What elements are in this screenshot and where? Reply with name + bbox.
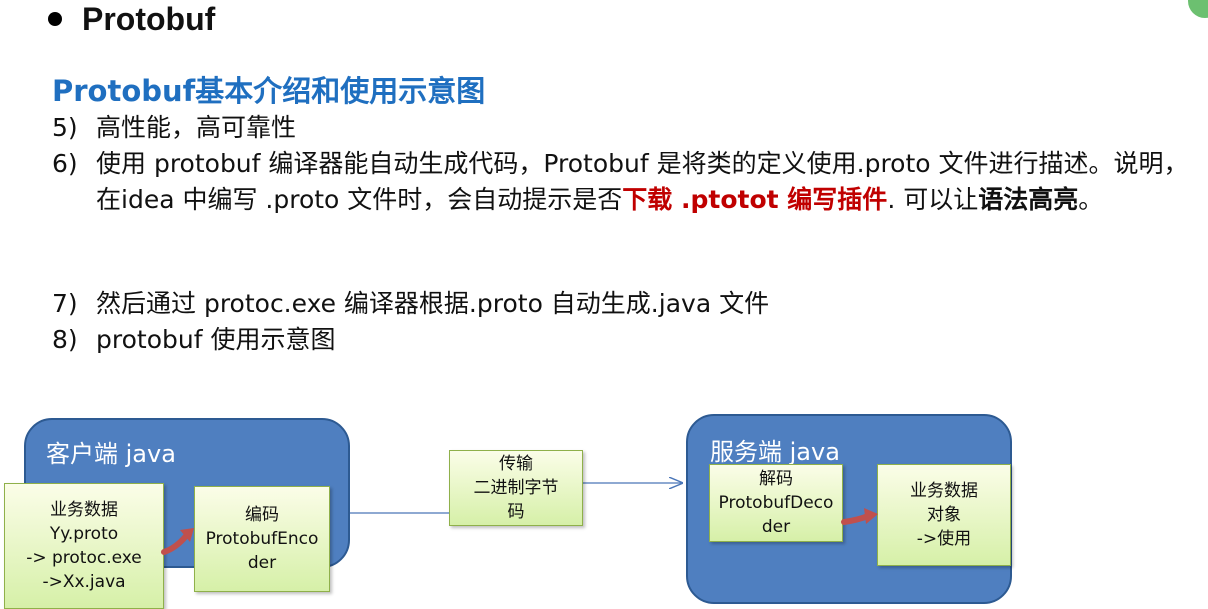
decoder-box: 解码 ProtobufDeco der: [709, 464, 843, 542]
box-line: 业务数据: [50, 500, 118, 520]
item-number: 6): [52, 149, 78, 178]
box-line: 编码: [245, 505, 279, 525]
heading-text: Protobuf: [82, 0, 216, 37]
box-line: 传输: [499, 454, 533, 474]
transfer-box: 传输 二进制字节 码: [449, 450, 583, 526]
item-text-part: 。: [1078, 185, 1104, 214]
box-line: 对象: [927, 505, 961, 525]
item-text-part: . 可以让: [887, 185, 979, 214]
box-line: 二进制字节: [473, 478, 559, 498]
list-item: 6) 使用 protobuf 编译器能自动生成代码，Protobuf 是将类的定…: [52, 146, 1196, 218]
list-item: 5) 高性能，高可靠性: [52, 110, 1196, 146]
box-line: Yy.proto: [49, 524, 119, 544]
item-text-part: 使用 protobuf 编译器能自动生成代码，Protobuf 是将类的定义使用…: [96, 149, 1189, 214]
highlight-red-text: 下载 .ptotot 编写插件: [622, 185, 888, 214]
box-line: 码: [507, 502, 525, 522]
list-item: 7) 然后通过 protoc.exe 编译器根据.proto 自动生成.java…: [52, 286, 1196, 322]
item-text: 高性能，高可靠性: [96, 113, 297, 142]
item-text: 然后通过 protoc.exe 编译器根据.proto 自动生成.java 文件: [96, 289, 770, 318]
box-line: der: [761, 517, 791, 537]
business-object-box: 业务数据 对象 ->使用: [877, 464, 1011, 566]
box-line: ProtobufEnco: [205, 529, 319, 549]
box-line: 解码: [759, 469, 793, 489]
box-line: der: [247, 553, 277, 573]
business-data-box: 业务数据 Yy.proto -> protoc.exe ->Xx.java: [4, 483, 164, 609]
item-text: protobuf 使用示意图: [96, 325, 336, 354]
box-line: ->Xx.java: [42, 572, 126, 592]
box-line: ->使用: [916, 529, 972, 549]
item-number: 7): [52, 289, 78, 318]
item-number: 8): [52, 325, 78, 354]
item-text: 使用 protobuf 编译器能自动生成代码，Protobuf 是将类的定义使用…: [96, 146, 1196, 218]
bullet-icon: [48, 12, 62, 26]
encoder-box: 编码 ProtobufEnco der: [194, 486, 330, 592]
subtitle: Protobuf基本介绍和使用示意图: [52, 74, 486, 108]
box-line: ProtobufDeco: [718, 493, 834, 513]
item-number: 5): [52, 113, 78, 142]
highlight-bold-text: 语法高亮: [978, 185, 1079, 214]
server-panel-title: 服务端 java: [710, 438, 840, 466]
list-item: 8) protobuf 使用示意图: [52, 322, 1196, 358]
client-panel-title: 客户端 java: [46, 440, 176, 468]
corner-decoration: [1188, 0, 1208, 18]
slide-heading: Protobuf: [48, 0, 215, 38]
box-line: -> protoc.exe: [26, 548, 142, 568]
box-line: 业务数据: [910, 481, 978, 501]
